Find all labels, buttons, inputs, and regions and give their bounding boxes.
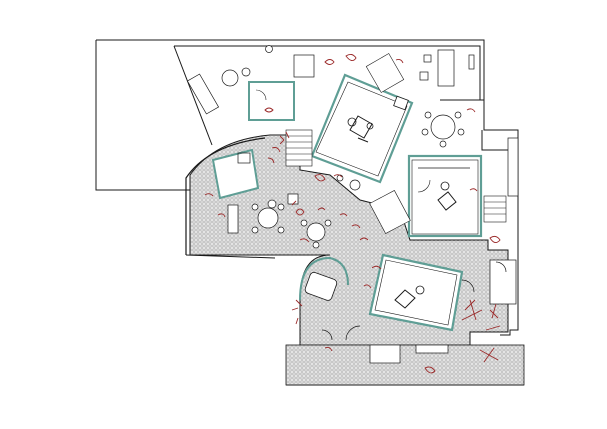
inner-wall-right [440, 99, 510, 151]
staircase-top [285, 129, 313, 167]
outer-outline [96, 39, 519, 336]
table-small-mid [267, 174, 361, 209]
kitchen-unit [489, 137, 519, 305]
room-right [407, 154, 483, 238]
diagonal-wall [173, 45, 213, 146]
left-wing-outline [95, 40, 190, 191]
staircase-right [483, 195, 507, 223]
table-upper-left [221, 67, 251, 87]
curved-bench [299, 256, 349, 301]
top-interior-wall [174, 45, 481, 100]
bottom-wall [185, 254, 276, 259]
table-top [265, 45, 475, 87]
staircase-upper-right [365, 53, 405, 93]
bench-left [186, 54, 449, 364]
sofa [304, 271, 338, 301]
plants [204, 53, 501, 374]
staircase-middle [369, 190, 411, 234]
curved-wall-left [185, 137, 266, 255]
room-lower-center [368, 253, 464, 332]
table-left [251, 203, 285, 234]
room-small-top [248, 81, 295, 121]
table-center [300, 219, 332, 249]
terrace [285, 344, 525, 386]
doors [321, 279, 475, 341]
room-upper-center [310, 73, 414, 184]
table-top-right [421, 111, 465, 148]
room-left [211, 148, 260, 200]
